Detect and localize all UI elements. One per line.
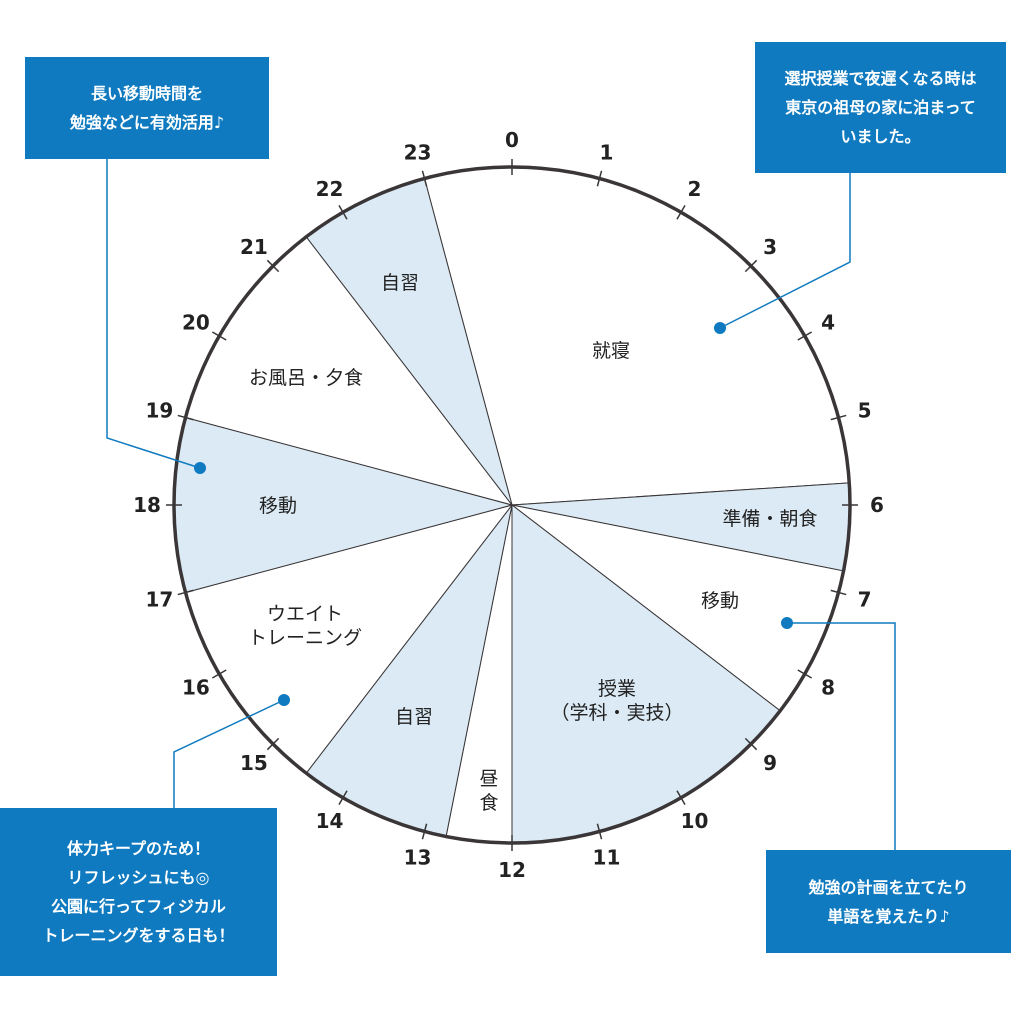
hour-label: 20 — [182, 311, 210, 335]
hour-label: 18 — [133, 493, 161, 517]
segment-label: 自習 — [395, 706, 433, 728]
callout-dot — [781, 617, 793, 629]
hour-label: 3 — [763, 235, 777, 259]
hour-label: 23 — [404, 140, 432, 164]
segment-label: ウエイトトレーニング — [248, 603, 362, 649]
segment-label: 就寝 — [592, 340, 630, 362]
segment-label: 授業（学科・実技） — [550, 678, 683, 724]
hour-label: 9 — [763, 751, 777, 775]
hour-tick — [211, 669, 227, 679]
hour-label: 4 — [821, 311, 835, 335]
hour-label: 2 — [688, 177, 702, 201]
hour-tick — [177, 589, 194, 596]
segment-label: 自習 — [381, 272, 419, 294]
callout-leader-line — [719, 173, 851, 329]
hour-label: 21 — [240, 235, 268, 259]
hour-tick — [211, 331, 227, 341]
hour-tick — [744, 259, 758, 273]
segment-label: 移動 — [259, 495, 297, 517]
hour-label: 13 — [404, 846, 432, 870]
hour-tick — [830, 589, 847, 596]
callout-physical-training: 体力キープのため！ リフレッシュにも◎ 公園に行ってフィジカル トレーニングをす… — [0, 808, 277, 976]
callout-commute-study: 長い移動時間を 勉強などに有効活用♪ — [25, 57, 269, 159]
callout-dot — [278, 694, 290, 706]
hour-label: 17 — [146, 587, 174, 611]
hour-tick — [421, 823, 428, 840]
hour-label: 16 — [182, 676, 210, 700]
hour-tick — [421, 170, 428, 187]
hour-tick — [676, 204, 686, 220]
hour-tick — [596, 823, 603, 840]
hour-tick — [596, 170, 603, 187]
hour-label: 8 — [821, 676, 835, 700]
hour-label: 10 — [681, 809, 709, 833]
callout-dot — [194, 462, 206, 474]
hour-tick — [797, 669, 813, 679]
hour-tick — [266, 259, 280, 273]
hour-label: 12 — [498, 858, 526, 882]
hour-tick — [177, 414, 194, 421]
hour-tick — [266, 737, 280, 751]
callout-grandmother-stay: 選択授業で夜遅くなる時は 東京の祖母の家に泊まって いました。 — [755, 42, 1006, 173]
hour-tick — [338, 204, 348, 220]
segment-label: お風呂・夕食 — [249, 367, 363, 389]
hour-label: 14 — [316, 809, 344, 833]
hour-label: 22 — [316, 177, 344, 201]
hour-tick — [338, 790, 348, 806]
hour-tick — [744, 737, 758, 751]
segment-label: 準備・朝食 — [722, 508, 817, 530]
hour-label: 1 — [600, 140, 614, 164]
hour-tick — [830, 414, 847, 421]
hour-label: 7 — [858, 587, 872, 611]
callout-leader-line — [173, 699, 285, 808]
callout-leader-line — [106, 159, 201, 469]
hour-tick — [797, 331, 813, 341]
callout-dot — [714, 322, 726, 334]
segment-label: 移動 — [701, 590, 739, 612]
hour-label: 5 — [858, 399, 872, 423]
hour-label: 11 — [593, 846, 621, 870]
callout-study-plan: 勉強の計画を立てたり 単語を覚えたり♪ — [766, 850, 1011, 953]
hour-label: 0 — [505, 128, 519, 152]
hour-label: 6 — [870, 493, 884, 517]
callout-leader-line — [787, 622, 896, 850]
segment-label: 昼食 — [479, 768, 498, 814]
hour-tick — [676, 790, 686, 806]
hour-label: 19 — [146, 399, 174, 423]
hour-label: 15 — [240, 751, 268, 775]
